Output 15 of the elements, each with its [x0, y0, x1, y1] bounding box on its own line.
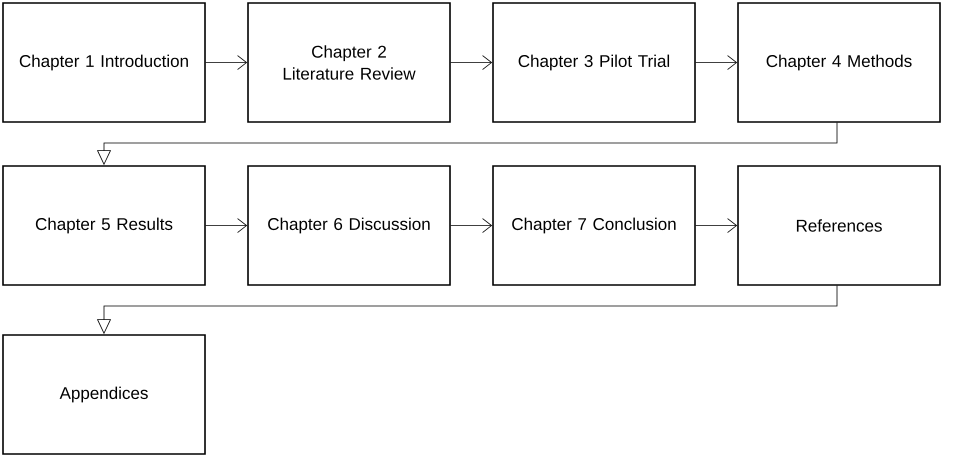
process-box: References	[737, 165, 941, 286]
process-box: Chapter 1 Introduction	[2, 2, 206, 123]
arrow	[450, 55, 492, 70]
arrow	[695, 218, 738, 233]
arrow	[205, 218, 248, 233]
process-box: Chapter 3 Pilot Trial	[492, 2, 696, 123]
arrow	[450, 218, 492, 233]
process-box: Chapter 2 Literature Review	[247, 2, 451, 123]
arrow	[695, 55, 738, 70]
process-box: Appendices	[2, 334, 206, 455]
process-box: Chapter 5 Results	[2, 165, 206, 286]
process-box: Chapter 7 Conclusion	[492, 165, 696, 286]
process-box: Chapter 4 Methods	[737, 2, 941, 123]
arrow	[205, 55, 248, 70]
process-box: Chapter 6 Discussion	[247, 165, 451, 286]
